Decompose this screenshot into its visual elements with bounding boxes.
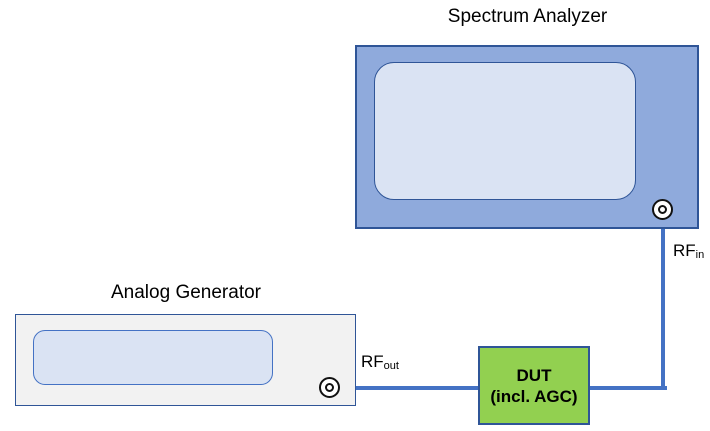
rf-in-label-subscript: in bbox=[695, 249, 705, 261]
spectrum-analyzer-screen bbox=[374, 62, 636, 200]
coax-pin-icon bbox=[325, 383, 334, 392]
spectrum-analyzer-box bbox=[355, 45, 699, 229]
cable-dut-to-analyzer-vertical bbox=[661, 210, 665, 390]
rf-in-label: RFin bbox=[673, 241, 704, 261]
dut-label-line1: DUT bbox=[516, 365, 552, 385]
coax-pin-icon bbox=[658, 205, 667, 214]
dut-label-line2: (incl. AGC) bbox=[490, 386, 578, 406]
cable-dut-to-analyzer-horizontal bbox=[588, 386, 667, 390]
rf-in-label-main: RF bbox=[673, 241, 696, 260]
dut-box: DUT (incl. AGC) bbox=[478, 346, 590, 425]
rf-out-label: RFout bbox=[361, 352, 399, 372]
analog-generator-title: Analog Generator bbox=[111, 282, 261, 303]
rf-out-label-main: RF bbox=[361, 352, 384, 371]
rf-out-coax-connector-icon bbox=[319, 377, 340, 398]
rf-out-label-subscript: out bbox=[383, 360, 399, 372]
analog-generator-screen bbox=[33, 330, 273, 385]
rf-in-coax-connector-icon bbox=[652, 199, 673, 220]
cable-generator-to-dut bbox=[330, 386, 478, 390]
spectrum-analyzer-title: Spectrum Analyzer bbox=[447, 6, 608, 27]
analog-generator-box bbox=[15, 314, 356, 406]
